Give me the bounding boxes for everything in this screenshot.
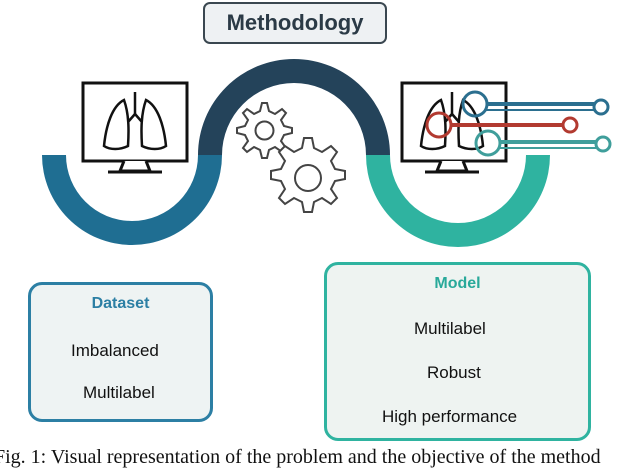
dataset-item-imbalanced: Imbalanced [71, 341, 159, 360]
caption-text: Fig. 1: Visual representation of the pro… [0, 446, 601, 468]
model-card: Model Multilabel Robust High performance [324, 262, 591, 441]
dataset-card: Dataset Imbalanced Multilabel [28, 282, 213, 422]
top-arc [198, 59, 390, 155]
gears-icon [236, 102, 346, 213]
model-item-robust: Robust [427, 363, 481, 382]
dataset-item-multilabel: Multilabel [83, 383, 155, 402]
right-arc [366, 155, 550, 247]
left-arc [42, 155, 222, 245]
model-title: Model [434, 275, 481, 292]
model-item-multilabel: Multilabel [414, 319, 486, 338]
dataset-title: Dataset [91, 295, 150, 312]
figure-caption: Fig. 1: Visual representation of the pro… [0, 446, 640, 472]
model-item-high-performance: High performance [382, 407, 518, 426]
lungs-monitor-icon-left [81, 81, 189, 174]
lungs-monitor-icon-right [400, 81, 508, 174]
methodology-title: Methodology [203, 2, 387, 44]
connector-lines [425, 90, 612, 157]
